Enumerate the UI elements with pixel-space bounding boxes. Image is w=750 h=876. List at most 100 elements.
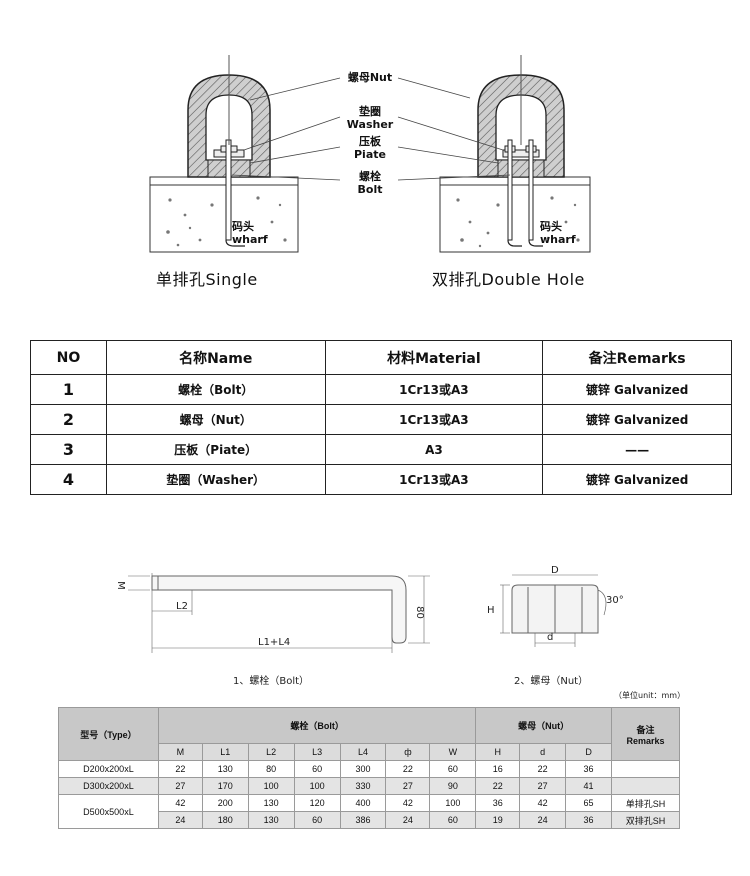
spec-cell: 60: [293, 760, 341, 778]
bolt-caption: 1、螺栓（Bolt）: [233, 676, 310, 687]
spec-col-l4: L4: [339, 743, 387, 761]
table-row: 24 180 130 60 386 24 60 19 24 36 双排孔SH: [58, 811, 680, 829]
nut-label-h: H: [487, 605, 495, 616]
spec-cell: 100: [293, 777, 341, 795]
cell-material: 1Cr13或A3: [324, 404, 544, 435]
bolt-label-m: M: [114, 581, 126, 590]
spec-cell-type: D200x200xL: [58, 760, 159, 778]
table-row: 2 螺母（Nut） 1Cr13或A3 镀锌 Galvanized: [30, 404, 732, 435]
bolt-nut-drawings: [128, 573, 607, 653]
bolt-label-l1-l4: L1+L4: [258, 637, 291, 648]
spec-cell: 60: [293, 811, 341, 829]
spec-cell-type: D300x200xL: [58, 777, 159, 795]
cell-no: 3: [30, 434, 107, 465]
spec-col-big-d: D: [565, 743, 613, 761]
cell-remarks: 镀锌 Galvanized: [542, 464, 732, 495]
cell-remarks: ——: [542, 434, 732, 465]
cell-remarks: 镀锌 Galvanized: [542, 404, 732, 435]
spec-cell: 22: [475, 777, 521, 795]
spec-cell-type: D500x500xL: [58, 794, 159, 829]
header-no: NO: [30, 340, 107, 375]
spec-nut-header: 螺母（Nut）: [475, 707, 613, 744]
spec-cell: 90: [429, 777, 477, 795]
spec-col-l3: L3: [293, 743, 341, 761]
spec-cell: 42: [385, 794, 431, 812]
callout-plate: 压板 Piate: [354, 135, 386, 161]
cell-name: 垫圈（Washer）: [105, 464, 326, 495]
spec-cell: 42: [157, 794, 203, 812]
cell-material: 1Cr13或A3: [324, 464, 544, 495]
spec-cell: 400: [339, 794, 387, 812]
spec-cell: 300: [339, 760, 387, 778]
spec-col-phi: ф: [385, 743, 431, 761]
spec-cell: 22: [519, 760, 567, 778]
spec-cell: 330: [339, 777, 387, 795]
cell-name: 螺栓（Bolt）: [105, 374, 326, 405]
caption-single-hole: 单排孔Single: [156, 270, 258, 289]
spec-cell: 22: [157, 760, 203, 778]
spec-cell: 180: [201, 811, 249, 829]
spec-col-l2: L2: [247, 743, 295, 761]
spec-cell: 22: [385, 760, 431, 778]
spec-cell-remark: [611, 760, 680, 778]
bolt-label-80: 80: [413, 606, 425, 619]
spec-cell: 60: [429, 811, 477, 829]
spec-col-m: M: [157, 743, 203, 761]
spec-cell: 60: [429, 760, 477, 778]
spec-cell: 100: [429, 794, 477, 812]
fender-installation-diagram: [149, 55, 591, 253]
components-table: NO 名称Name 材料Material 备注Remarks 1 螺栓（Bolt…: [30, 340, 732, 495]
spec-cell: 36: [565, 760, 613, 778]
table-row: 3 压板（Piate） A3 ——: [30, 434, 732, 465]
spec-cell-remark: [611, 777, 680, 795]
nut-label-upper-d: D: [551, 565, 559, 576]
spec-cell-remark: 单排孔SH: [611, 794, 680, 812]
cell-material: 1Cr13或A3: [324, 374, 544, 405]
cell-no: 4: [30, 464, 107, 495]
spec-table: 型号（Type） 螺栓（Bolt） 螺母（Nut） 备注 Remarks M L…: [58, 707, 680, 829]
cell-name: 压板（Piate）: [105, 434, 326, 465]
table-row: 1 螺栓（Bolt） 1Cr13或A3 镀锌 Galvanized: [30, 374, 732, 405]
spec-col-h: H: [475, 743, 521, 761]
components-header-row: NO 名称Name 材料Material 备注Remarks: [30, 340, 732, 375]
nut-caption: 2、螺母（Nut）: [514, 676, 589, 687]
spec-cell: 36: [565, 811, 613, 829]
spec-cell: 27: [385, 777, 431, 795]
spec-cell: 80: [247, 760, 295, 778]
nut-label-lower-d: d: [547, 632, 554, 643]
spec-cell: 24: [519, 811, 567, 829]
spec-cell: 130: [247, 794, 295, 812]
cell-name: 螺母（Nut）: [105, 404, 326, 435]
unit-note: （单位unit：mm）: [614, 691, 686, 700]
spec-cell: 120: [293, 794, 341, 812]
cell-material: A3: [324, 434, 544, 465]
spec-cell: 65: [565, 794, 613, 812]
nut-drawing: [500, 574, 607, 647]
spec-cell: 24: [385, 811, 431, 829]
wharf-label-right: 码头 wharf: [540, 220, 576, 246]
spec-cell: 100: [247, 777, 295, 795]
header-name: 名称Name: [105, 340, 326, 375]
spec-cell: 130: [201, 760, 249, 778]
spec-remarks-header: 备注 Remarks: [611, 707, 680, 761]
cell-no: 2: [30, 404, 107, 435]
spec-bolt-header: 螺栓（Bolt）: [157, 707, 477, 744]
cell-no: 1: [30, 374, 107, 405]
spec-cell: 24: [157, 811, 203, 829]
spec-cell: 19: [475, 811, 521, 829]
table-row: 4 垫圈（Washer） 1Cr13或A3 镀锌 Galvanized: [30, 464, 732, 495]
table-row: D200x200xL 22 130 80 60 300 22 60 16 22 …: [58, 760, 680, 778]
double-hole-diagram: [439, 55, 591, 253]
spec-col-w: W: [429, 743, 477, 761]
spec-cell: 170: [201, 777, 249, 795]
header-remarks: 备注Remarks: [542, 340, 732, 375]
callout-bolt: 螺栓 Bolt: [357, 170, 383, 196]
bolt-drawing: [128, 573, 430, 653]
table-row: D500x500xL 42 200 130 120 400 42 100 36 …: [58, 794, 680, 829]
bolt-label-l2: L2: [176, 601, 188, 612]
spec-cell: 386: [339, 811, 387, 829]
spec-cell-remark: 双排孔SH: [611, 811, 680, 829]
spec-cell: 36: [475, 794, 521, 812]
table-row: D300x200xL 27 170 100 100 330 27 90 22 2…: [58, 777, 680, 795]
spec-cell: 42: [519, 794, 567, 812]
